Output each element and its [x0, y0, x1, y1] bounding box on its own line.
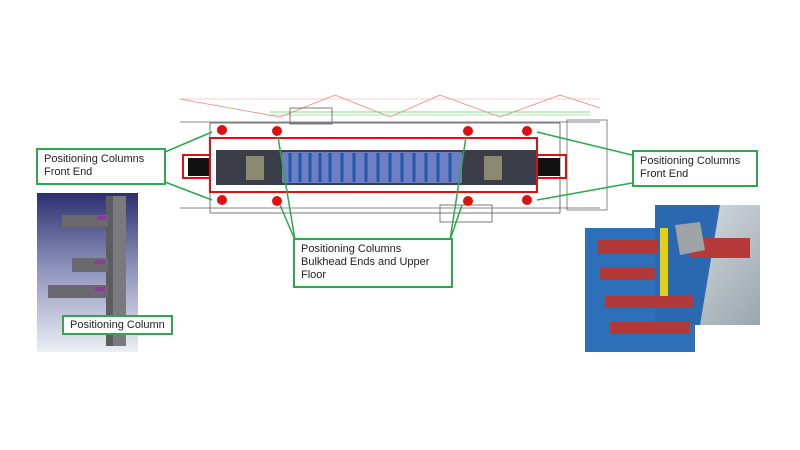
- layout-drawing: [179, 94, 608, 223]
- callout-leader-lines: [164, 131, 633, 241]
- callout-bulkhead-upper-floor: Positioning Columns Bulkhead Ends and Up…: [293, 238, 453, 288]
- positioning-column-image: [37, 193, 138, 352]
- installed-columns-image: [585, 205, 760, 352]
- callout-front-end-left: Positioning Columns Front End: [36, 148, 166, 185]
- callout-front-end-right: Positioning Columns Front End: [632, 150, 758, 187]
- column-position-markers: [217, 125, 532, 206]
- callout-positioning-column: Positioning Column: [62, 315, 173, 335]
